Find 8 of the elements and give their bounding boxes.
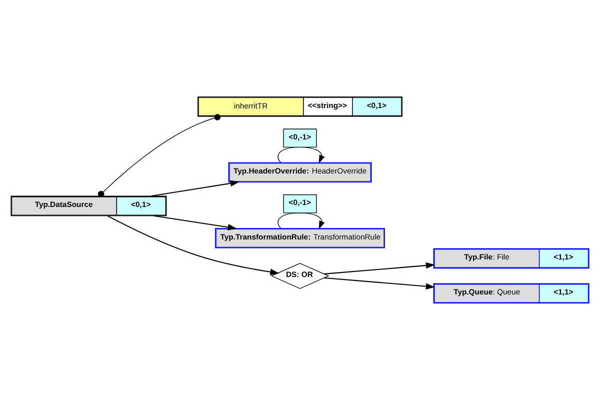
arrow bbox=[324, 277, 436, 290]
arrow bbox=[107, 215, 280, 276]
edge-label: <0,-1> bbox=[288, 132, 312, 142]
arrow bbox=[324, 262, 436, 274]
edge-label: <0,-1> bbox=[288, 198, 312, 208]
arrow bbox=[153, 215, 237, 230]
arrow bbox=[150, 180, 240, 197]
connector bbox=[98, 114, 221, 198]
